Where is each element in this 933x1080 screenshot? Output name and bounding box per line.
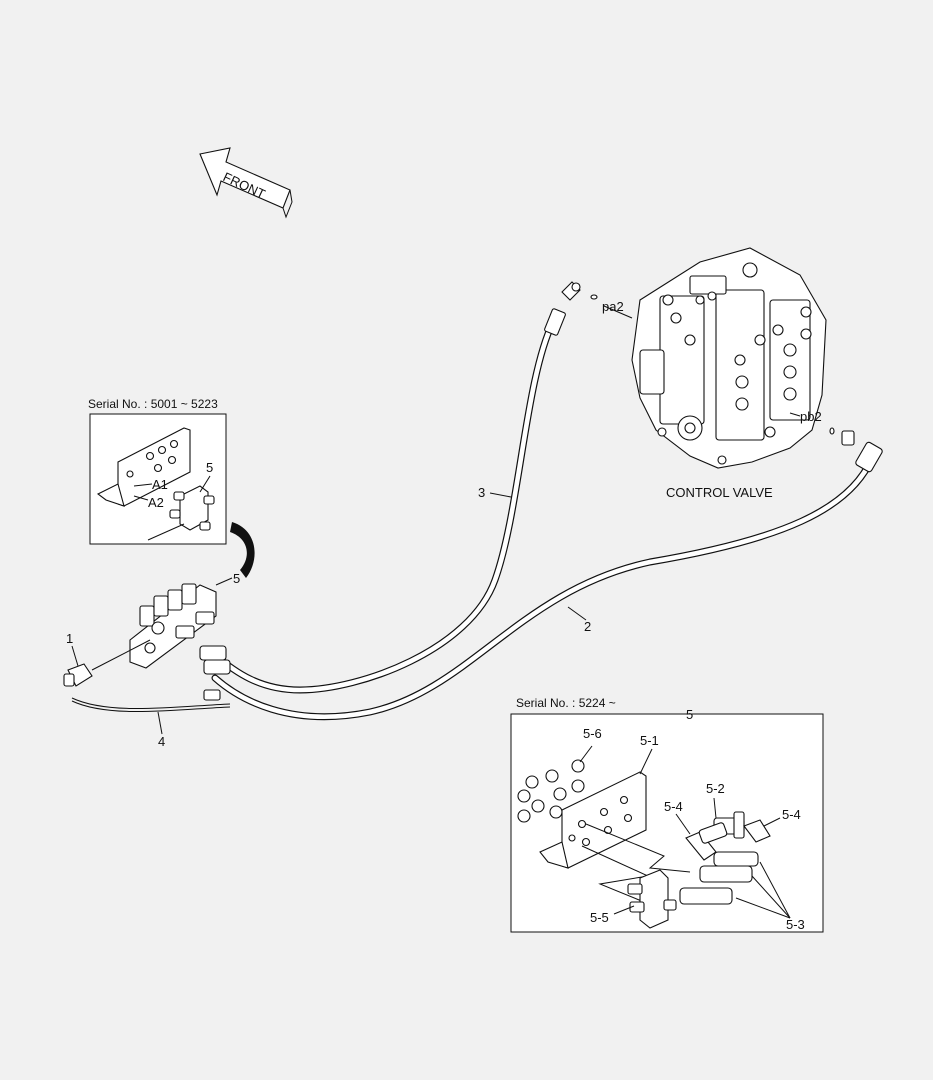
hose-3 xyxy=(211,281,581,694)
part-5-2-label: 5-2 xyxy=(706,781,725,796)
inset-new-title: 5 xyxy=(686,707,693,722)
port-label-pa2: pa2 xyxy=(602,299,624,314)
pressure-switch-1 xyxy=(63,639,151,687)
harness-4-callout: 4 xyxy=(158,734,165,749)
inset-old-serial xyxy=(89,413,227,545)
hose-2-callout: 2 xyxy=(584,619,591,634)
part-5-3-label: 5-3 xyxy=(786,917,805,932)
switch-1-callout: 1 xyxy=(66,631,73,646)
part-5-6-label: 5-6 xyxy=(583,726,602,741)
harness-4 xyxy=(71,689,231,713)
front-arrow: FRONT xyxy=(199,147,293,219)
inset-old-block-label: 5 xyxy=(206,460,213,475)
inset-new-serial-label: Serial No. : 5224 ~ xyxy=(516,696,616,710)
hose-3-callout: 3 xyxy=(478,485,485,500)
connector-block-5 xyxy=(129,583,231,675)
control-valve-label: CONTROL VALVE xyxy=(666,485,773,500)
inset-old-a1-label: A1 xyxy=(152,477,168,492)
part-5-4a-label: 5-4 xyxy=(664,799,683,814)
part-5-5-label: 5-5 xyxy=(590,910,609,925)
control-valve xyxy=(631,247,827,469)
inset-new-serial xyxy=(510,713,824,933)
inset-pointer xyxy=(230,522,255,578)
hose-2 xyxy=(211,430,883,721)
block-5-callout: 5 xyxy=(233,571,240,586)
inset-old-serial-label: Serial No. : 5001 ~ 5223 xyxy=(88,397,218,411)
part-5-4b-label: 5-4 xyxy=(782,807,801,822)
port-label-pb2: pb2 xyxy=(800,409,822,424)
part-5-1-label: 5-1 xyxy=(640,733,659,748)
inset-old-a2-label: A2 xyxy=(148,495,164,510)
